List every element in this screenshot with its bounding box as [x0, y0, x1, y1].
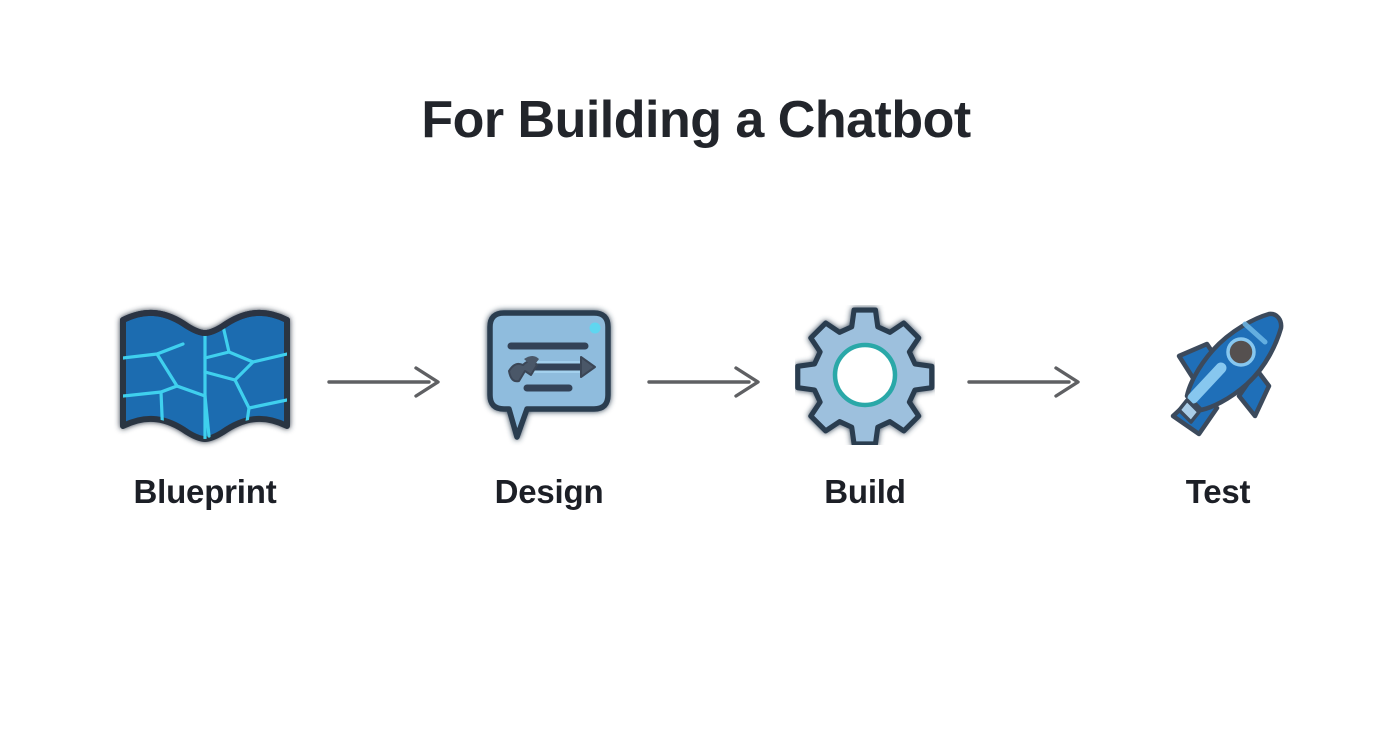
arrow-right-icon	[327, 366, 440, 398]
rocket-icon	[1170, 311, 1284, 437]
rocket-stripe	[1187, 362, 1227, 404]
cursor-arrow-icon	[580, 356, 596, 378]
process-flow: Blueprint	[0, 300, 1392, 540]
design-icon-wrap	[429, 300, 669, 450]
flow-step-build[interactable]: Build	[745, 300, 985, 512]
arrow-design-build	[645, 362, 765, 402]
step-label-blueprint: Blueprint	[133, 473, 277, 510]
step-label-build: Build	[824, 473, 906, 510]
bubble-status-dot	[589, 322, 601, 334]
step-label-design: Design	[494, 473, 604, 510]
arrow-blueprint-design	[325, 362, 445, 402]
flow-step-design[interactable]: Design	[429, 300, 669, 512]
rocket-window	[1226, 337, 1256, 367]
page-title: For Building a Chatbot	[421, 91, 971, 149]
rocket-nozzle	[1177, 398, 1201, 424]
flow-step-test[interactable]: Test	[1098, 300, 1338, 512]
step-label-test: Test	[1185, 473, 1251, 510]
gear-icon	[795, 307, 935, 445]
build-icon-wrap	[745, 300, 985, 450]
blueprint-icon-wrap	[85, 300, 325, 450]
flow-step-blueprint[interactable]: Blueprint	[85, 300, 325, 512]
arrow-build-test	[965, 362, 1085, 402]
arrow-right-icon	[967, 366, 1080, 398]
map-icon	[120, 309, 290, 442]
arrow-right-icon	[647, 366, 760, 398]
test-icon-wrap	[1098, 300, 1338, 450]
speech-bubble-icon	[487, 310, 611, 440]
